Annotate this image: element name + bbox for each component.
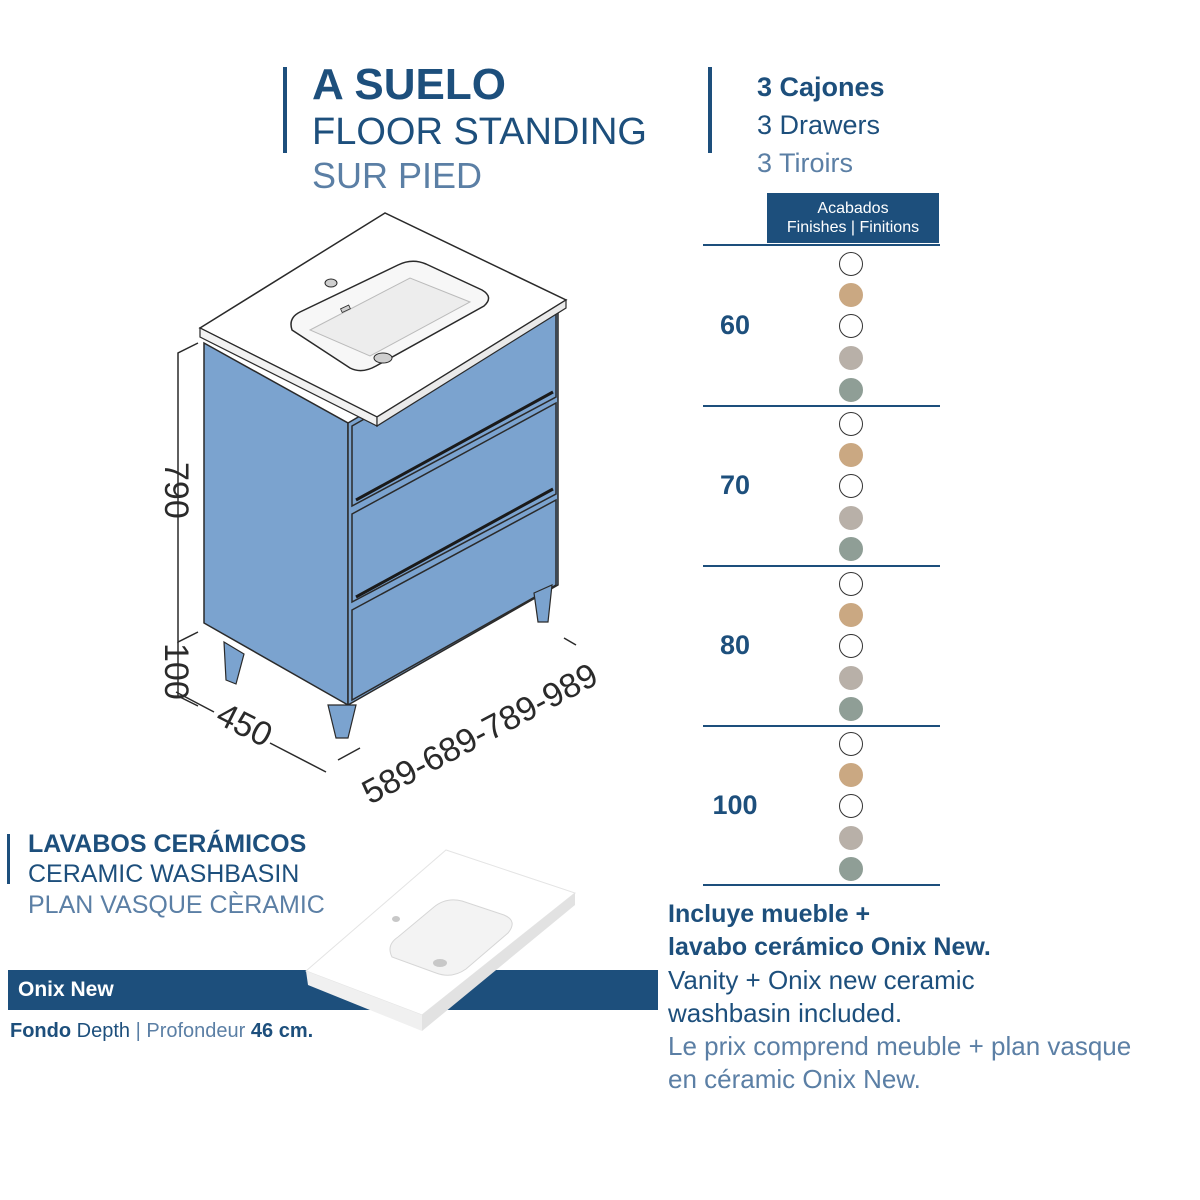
size-label-100: 100 [712, 790, 758, 820]
size-label-80: 80 [719, 630, 751, 660]
depth-label-es: Fondo [10, 1020, 72, 1042]
includes-es-line2: lavabo cerámico Onix New. [668, 933, 991, 961]
dimension-height-main: 790 [157, 462, 195, 519]
drawers-label-fr: 3 Tiroirs [757, 148, 854, 178]
finish-swatch[interactable] [839, 252, 863, 276]
finish-swatch[interactable] [839, 474, 863, 498]
finish-swatch[interactable] [839, 283, 863, 307]
depth-value: 46 cm. [250, 1020, 314, 1042]
includes-en-line2: washbasin included. [668, 998, 903, 1028]
size-row-divider [703, 244, 940, 246]
finish-swatch[interactable] [839, 826, 863, 850]
finish-swatch[interactable] [839, 412, 863, 436]
washbasin-drain-icon [433, 959, 447, 967]
finish-swatch[interactable] [839, 506, 863, 530]
finish-swatch[interactable] [839, 634, 863, 658]
finish-swatch[interactable] [839, 443, 863, 467]
size-row-divider [703, 725, 940, 727]
drawer-front-bottom [351, 498, 557, 702]
washbasin-title-en: CERAMIC WASHBASIN [28, 860, 300, 888]
model-name: Onix New [18, 978, 114, 1001]
size-label-70: 70 [719, 470, 751, 500]
includes-fr-line1: Le prix comprend meuble + plan vasque [668, 1031, 1132, 1061]
finish-swatch[interactable] [839, 857, 863, 881]
overflow-icon [339, 304, 351, 314]
dimension-depth: 450 [210, 695, 278, 755]
washbasin-tap-hole-icon [392, 916, 400, 922]
washbasin-bowl [389, 899, 513, 976]
includes-es-line1: Incluye mueble + [668, 900, 871, 928]
washbasin-title-fr: PLAN VASQUE CÈRAMIC [28, 891, 325, 919]
finishes-header-line1: Acabados [817, 200, 889, 217]
washbasin-side-edge [422, 893, 575, 1031]
drawers-label-es: 3 Cajones [757, 72, 885, 102]
finish-swatch[interactable] [839, 378, 863, 402]
depth-label-fr: Profondeur [146, 1020, 246, 1042]
size-label-60: 60 [719, 310, 751, 340]
cabinet-leg [533, 584, 553, 623]
finish-swatch[interactable] [839, 697, 863, 721]
finish-swatch[interactable] [839, 314, 863, 338]
finish-swatch[interactable] [839, 732, 863, 756]
drawer-handle [355, 390, 554, 502]
depth-separator: | [135, 1020, 141, 1042]
finishes-header: Acabados Finishes | Finitions [767, 193, 939, 243]
finish-swatch[interactable] [839, 346, 863, 370]
finish-swatch[interactable] [839, 603, 863, 627]
drawer-handle [355, 487, 554, 599]
washbasin-accent-bar [7, 834, 10, 884]
washbasin-title-es: LAVABOS CERÁMICOS [28, 830, 307, 858]
title-floor-standing-en: FLOOR STANDING [312, 111, 647, 153]
cabinet-leg [223, 640, 245, 685]
size-row-divider [703, 405, 940, 407]
tap-hole-icon [324, 278, 338, 288]
cabinet-drawing: 790 100 450 589-689-789-989 [157, 212, 604, 812]
includes-en-line1: Vanity + Onix new ceramic [668, 965, 975, 995]
basin-slab-edge-right [376, 298, 567, 428]
finishes-header-line2: Finishes | Finitions [786, 219, 920, 236]
washbasin-image [305, 849, 577, 1031]
drawers-accent-bar [708, 67, 712, 153]
drawers-label-en: 3 Drawers [757, 110, 881, 140]
includes-fr-line2: en céramic Onix New. [668, 1064, 921, 1094]
dimension-height-legs: 100 [157, 643, 195, 700]
title-floor-standing-es: A SUELO [312, 60, 506, 109]
dimension-lines [175, 342, 577, 773]
finish-swatch[interactable] [839, 572, 863, 596]
title-floor-standing-fr: SUR PIED [312, 155, 483, 196]
drawer-front-middle [351, 401, 557, 604]
size-row-divider [703, 565, 940, 567]
finish-swatch[interactable] [839, 666, 863, 690]
washbasin-depth-line: Fondo Depth | Profondeur 46 cm. [10, 1020, 313, 1043]
depth-label-en: Depth [76, 1020, 131, 1042]
washbasin-front-edge [306, 971, 422, 1031]
finish-swatch[interactable] [839, 763, 863, 787]
cabinet-leg [327, 704, 357, 739]
drain-icon [373, 352, 393, 364]
size-row-divider [703, 884, 940, 886]
basin-bowl-inner [308, 277, 472, 357]
finish-swatch[interactable] [839, 794, 863, 818]
header-accent-bar [283, 67, 287, 153]
finish-swatch[interactable] [839, 537, 863, 561]
